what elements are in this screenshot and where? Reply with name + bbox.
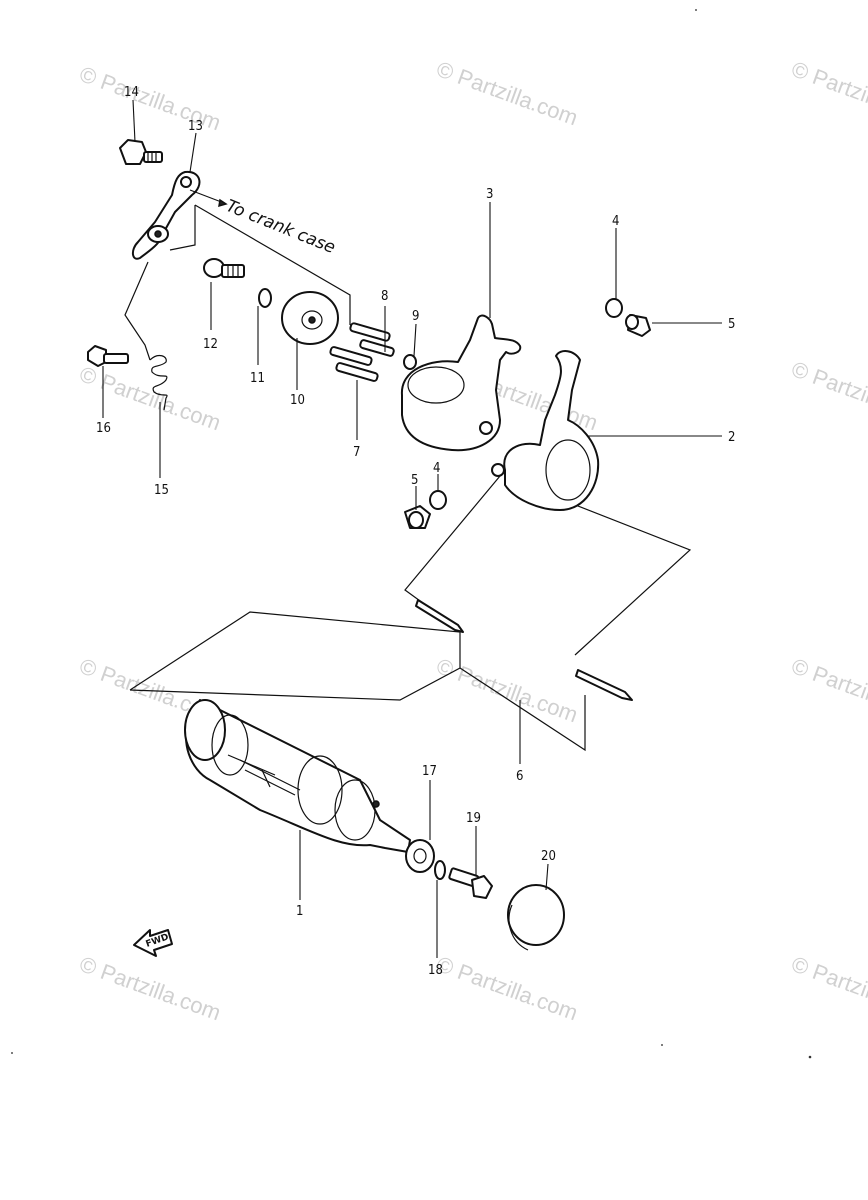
callout-19: 19	[466, 811, 481, 826]
part-16-bolt	[87, 345, 129, 367]
callout-14: 14	[124, 85, 139, 100]
fork-pin-line	[549, 494, 692, 656]
callout-13: 13	[188, 119, 203, 134]
part-14-bolt	[119, 139, 163, 165]
callout-9: 9	[412, 309, 419, 324]
callout-5-lower: 5	[411, 473, 418, 488]
part-15-spring	[124, 261, 168, 411]
callout-4-upper: 4	[612, 214, 619, 229]
part-17-washer	[405, 839, 435, 873]
leader-lines	[102, 99, 722, 958]
part-11-washer	[258, 288, 272, 308]
callout-4-lower: 4	[433, 461, 440, 476]
callout-2: 2	[728, 430, 735, 445]
callout-16: 16	[96, 421, 111, 436]
callout-7: 7	[353, 445, 360, 460]
callout-5-upper: 5	[728, 317, 735, 332]
watermark: © Partzilla.com	[788, 56, 868, 130]
callout-1: 1	[296, 904, 303, 919]
drum-line	[129, 611, 461, 701]
callout-3: 3	[486, 187, 493, 202]
watermark: © Partzilla.com	[76, 951, 224, 1025]
watermark: © Partzilla.com	[788, 356, 868, 430]
callout-18: 18	[428, 963, 443, 978]
callout-11: 11	[250, 371, 265, 386]
part-5-pin-lower	[404, 505, 431, 529]
callout-15: 15	[154, 483, 169, 498]
scan-specks	[11, 9, 812, 1059]
part-13-shift-arm	[132, 170, 201, 260]
part-5-pin-upper	[625, 314, 651, 337]
part-19-bolt	[448, 867, 493, 899]
pin-group-line	[459, 667, 586, 752]
callout-17: 17	[422, 764, 437, 779]
callout-12: 12	[203, 337, 218, 352]
watermark: © Partzilla.com	[433, 56, 581, 130]
callout-6: 6	[516, 769, 523, 784]
watermark: © Partzilla.com	[433, 653, 581, 727]
crank-case-annotation: To crank case	[189, 189, 338, 258]
callout-8: 8	[381, 289, 388, 304]
assembly-lines	[129, 204, 692, 752]
part-4-collar-lower	[429, 490, 447, 510]
crank-case-outline	[194, 204, 351, 325]
callout-10: 10	[290, 393, 305, 408]
part-8-pins	[349, 322, 395, 357]
part-4-collar-upper	[605, 298, 623, 318]
crank-case-outline	[169, 205, 196, 251]
part-20-cap	[507, 884, 565, 951]
watermark: © Partzilla.com	[788, 653, 868, 727]
part-1-shift-drum	[184, 699, 411, 853]
part-6-pin-a	[415, 599, 464, 633]
fwd-arrow-icon: FWD	[133, 929, 173, 957]
part-3-shift-fork	[400, 314, 522, 452]
watermark: © Partzilla.com	[788, 951, 868, 1025]
callouts: 14 13 12 11 10 16 15 8 9 7 3 4 5 2 4 5 6…	[96, 85, 735, 978]
part-2-shift-fork	[491, 350, 600, 511]
watermark: © Partzilla.com	[433, 951, 581, 1025]
part-18-washer	[434, 860, 446, 880]
to-crank-case-label: To crank case	[223, 196, 338, 258]
callout-20: 20	[541, 849, 556, 864]
part-10-plate	[281, 291, 339, 345]
part-7-pins	[329, 346, 379, 382]
part-12-bolt	[203, 258, 245, 278]
part-6-pin-b	[575, 669, 633, 701]
part-9-clip	[403, 354, 417, 370]
